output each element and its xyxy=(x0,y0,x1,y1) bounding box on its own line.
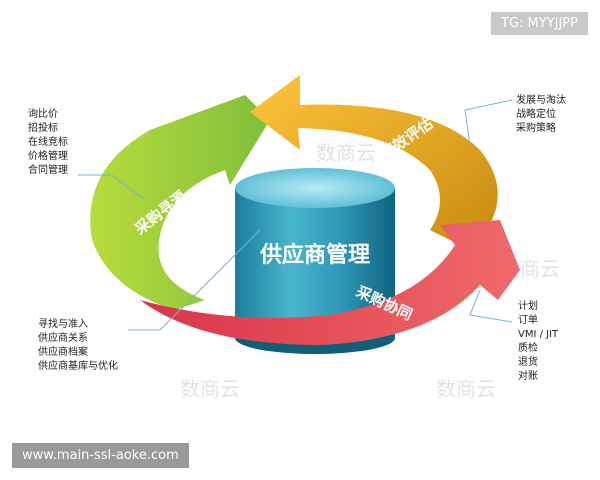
list-item: 供应商档案 xyxy=(38,347,88,358)
watermark-text: 数商云 xyxy=(436,377,496,401)
list-item: 对账 xyxy=(518,371,538,382)
evaluation-arrow xyxy=(250,75,498,250)
list-item: 在线竞标 xyxy=(28,137,68,148)
list-item: 退货 xyxy=(518,357,538,368)
list-item: 寻找与准入 xyxy=(38,319,88,330)
center-title: 供应商管理 xyxy=(259,242,370,268)
watermark-text: 数商云 xyxy=(180,377,240,401)
list-item: 订单 xyxy=(518,315,538,326)
list-item: 战略定位 xyxy=(516,109,556,120)
list-top-left: 询比价 招投标 在线竞标 价格管理 合同管理 xyxy=(28,108,68,178)
list-item: 合同管理 xyxy=(28,165,68,176)
list-item: 价格管理 xyxy=(28,151,68,162)
list-bottom-right: 计划 订单 VMI / JIT 质检 退货 对账 xyxy=(518,300,558,384)
connector-lines xyxy=(78,99,513,331)
tag-badge: TG: MYYJJPP xyxy=(491,12,588,35)
list-item: 发展与淘汰 xyxy=(516,95,566,106)
list-item: VMI / JIT xyxy=(518,329,559,340)
watermark-group: 数商云 数商云 数商云 数商云 xyxy=(180,141,560,401)
list-bottom-left: 寻找与准入 供应商关系 供应商档案 供应商基库与优化 xyxy=(38,318,118,374)
list-item: 质检 xyxy=(518,343,538,354)
url-badge[interactable]: www.main-ssl-aoke.com xyxy=(12,443,189,468)
watermark-text: 数商云 xyxy=(316,141,376,165)
list-item: 计划 xyxy=(518,301,538,312)
list-item: 招投标 xyxy=(28,123,58,134)
list-item: 供应商关系 xyxy=(38,333,88,344)
list-item: 询比价 xyxy=(28,109,58,120)
list-top-right: 发展与淘汰 战略定位 采购策略 xyxy=(516,94,566,136)
list-item: 采购策略 xyxy=(516,123,556,134)
collaboration-arrow xyxy=(140,220,520,345)
list-item: 供应商基库与优化 xyxy=(38,361,118,372)
sourcing-arrow xyxy=(90,95,270,310)
